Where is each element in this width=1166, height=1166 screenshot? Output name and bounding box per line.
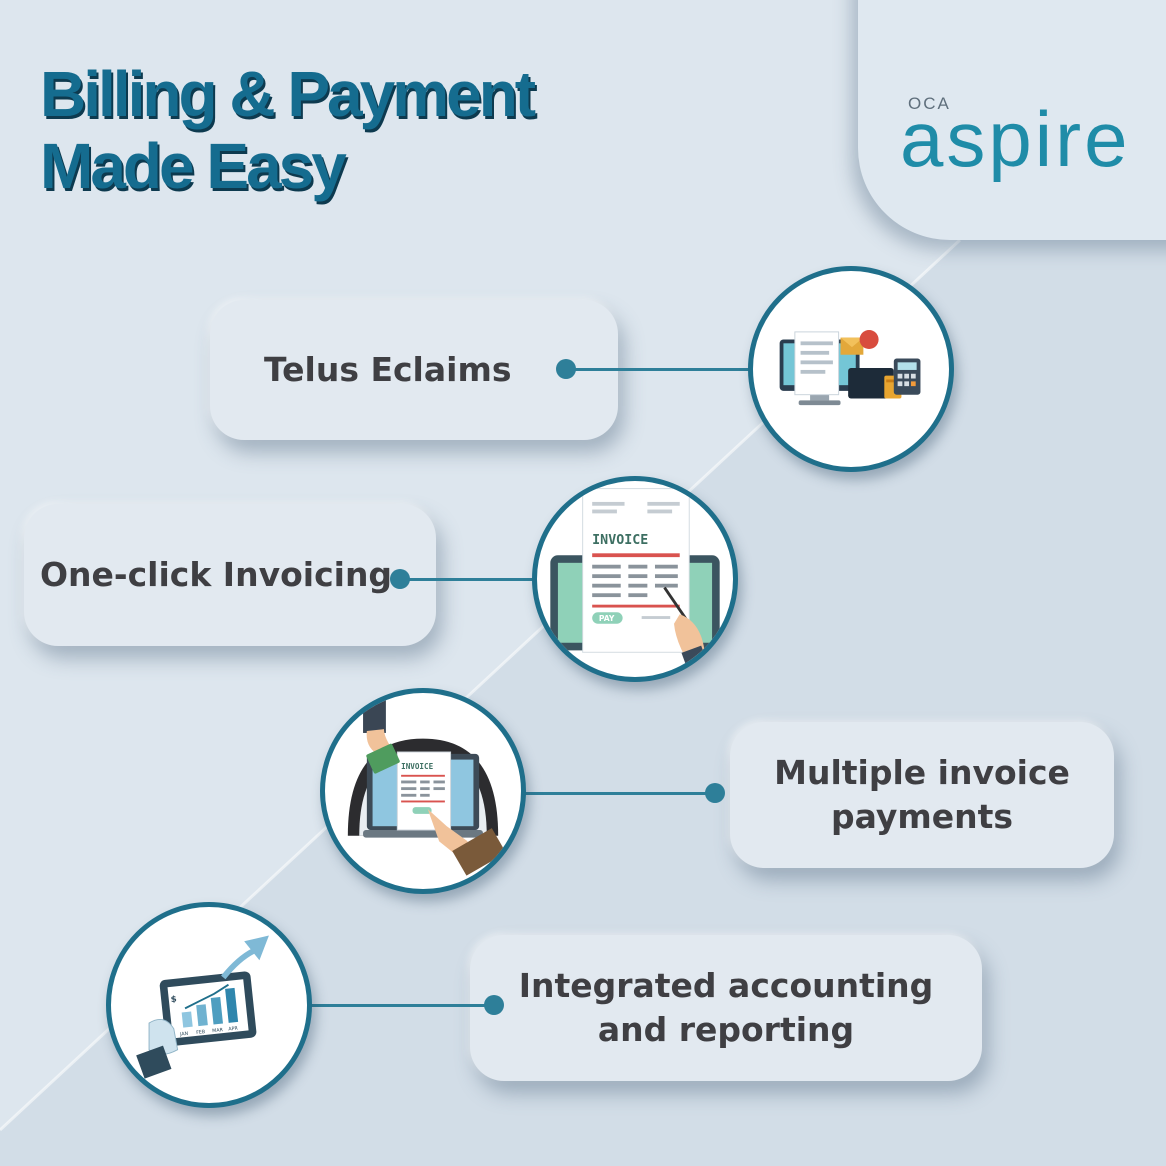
growth-chart-tablet-icon: $ JAN FEB MAR APR [106, 902, 312, 1108]
logo-card [858, 0, 1166, 240]
connector-line-2 [400, 578, 534, 581]
feature-card-multiple-invoice-payments: Multiple invoice payments [730, 722, 1114, 868]
feature-card-integrated-accounting: Integrated accounting and reporting [470, 935, 982, 1081]
connector-dot-1 [556, 359, 576, 379]
feature-label: One-click Invoicing [40, 555, 393, 594]
logo-oca-text: OCA [908, 94, 951, 113]
connector-dot-3 [705, 783, 725, 803]
feature-label: Multiple invoice payments [774, 753, 1070, 836]
feature-label: Telus Eclaims [264, 350, 512, 389]
connector-dot-4 [484, 995, 504, 1015]
connector-dot-2 [390, 569, 410, 589]
chart-month-feb: FEB [196, 1029, 206, 1036]
invoice-heading-small: INVOICE [401, 762, 433, 771]
chart-month-mar: MAR [212, 1027, 224, 1034]
invoice-heading: INVOICE [592, 533, 648, 548]
page-title: Billing & Payment Made Easy [40, 58, 536, 202]
laptop-payment-icon: INVOICE [320, 688, 526, 894]
logo-aspire-text: aspire [900, 95, 1131, 183]
tablet-invoice-icon: INVOICE PAY [532, 476, 738, 682]
pay-button-label: PAY [599, 614, 615, 623]
title-line-2: Made Easy [40, 130, 347, 202]
chart-month-apr: APR [228, 1026, 239, 1033]
connector-line-4 [310, 1004, 496, 1007]
title-line-1: Billing & Payment [40, 58, 536, 130]
computer-billing-icon [748, 266, 954, 472]
connector-line-1 [566, 368, 750, 371]
feature-card-telus-eclaims: Telus Eclaims [210, 300, 618, 440]
connector-line-3 [524, 792, 716, 795]
feature-label: Integrated accounting and reporting [518, 966, 934, 1049]
chart-month-jan: JAN [179, 1031, 189, 1038]
chart-currency-symbol: $ [170, 995, 177, 1006]
feature-card-one-click-invoicing: One-click Invoicing [24, 504, 436, 646]
